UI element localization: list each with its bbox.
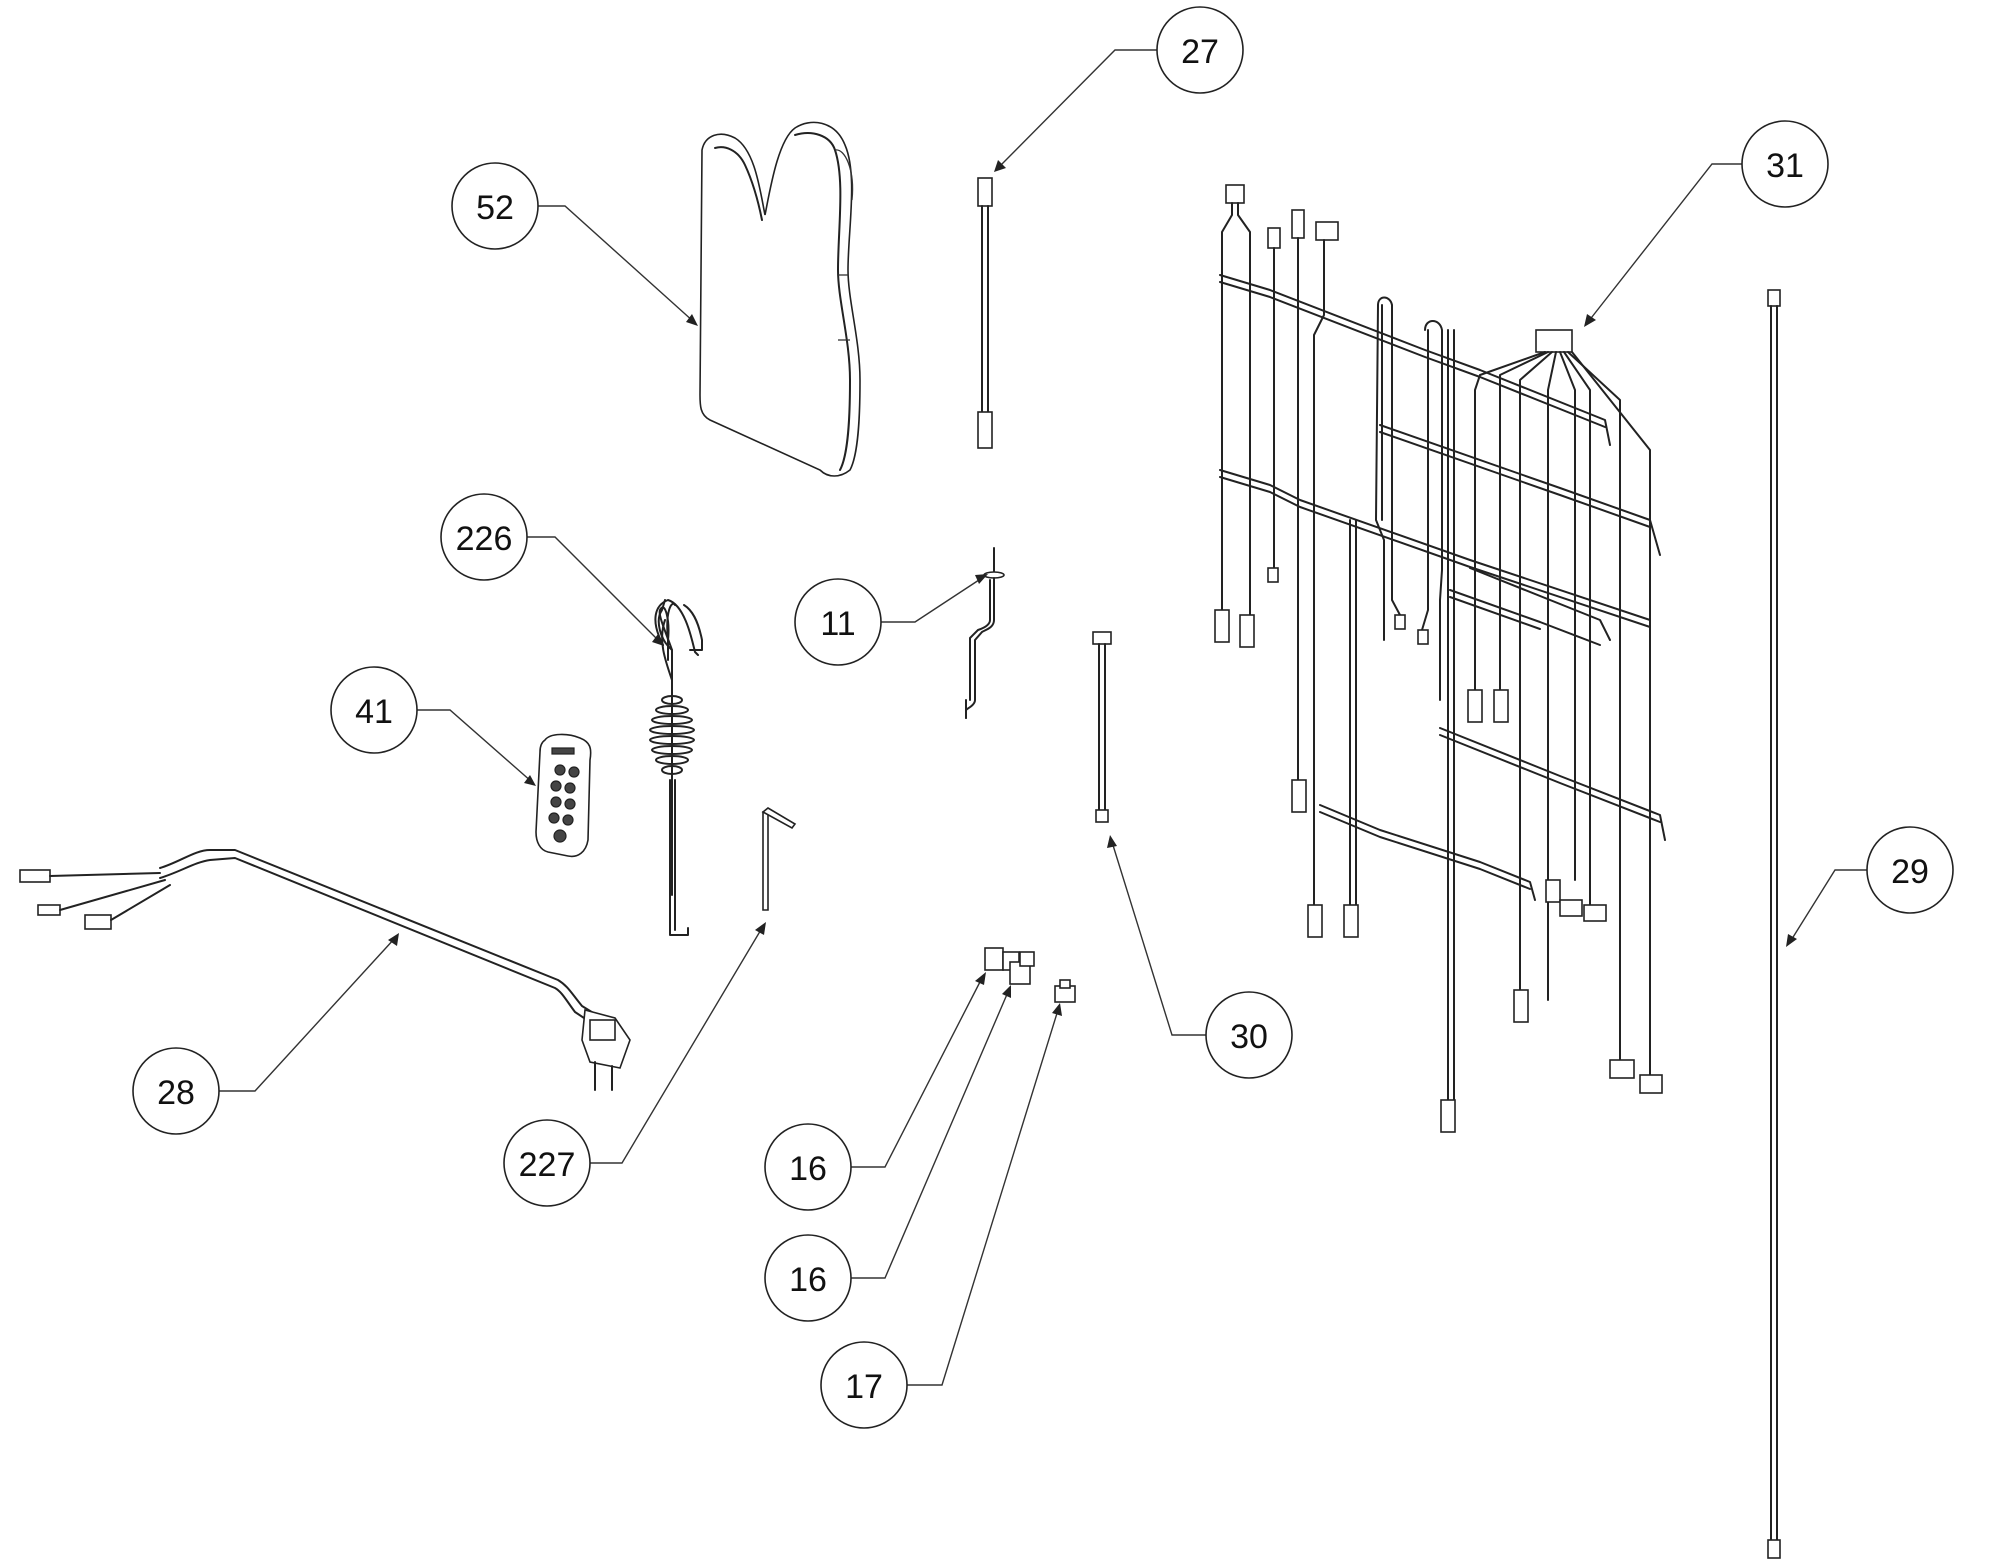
part-41-remote-control [535, 733, 592, 858]
callout-label-27: 27 [1181, 33, 1219, 71]
part-227-hex-key [761, 807, 797, 911]
callout-label-52: 52 [476, 189, 514, 227]
part-29-long-cable [1767, 289, 1781, 1559]
part-16-connector-b [1009, 951, 1035, 985]
callout-label-16-b: 16 [789, 1261, 827, 1299]
part-28-power-cord [19, 849, 631, 1091]
spring-coils [649, 695, 695, 775]
callout-label-41: 41 [355, 693, 393, 731]
callout-29: 29 [1786, 826, 1954, 947]
callout-label-31: 31 [1766, 147, 1804, 185]
callout-11: 11 [794, 574, 988, 666]
part-11-probe [965, 547, 1005, 719]
part-52-backrest-pad [699, 121, 861, 477]
callout-226: 226 [440, 493, 664, 646]
callout-16-a: 16 [764, 972, 986, 1211]
callout-52: 52 [451, 162, 698, 326]
callout-label-227: 227 [519, 1146, 576, 1184]
part-27-short-cable [977, 177, 993, 449]
callout-label-16-a: 16 [789, 1150, 827, 1188]
callout-label-226: 226 [456, 520, 513, 558]
callout-label-30: 30 [1230, 1018, 1268, 1056]
callout-27: 27 [994, 6, 1244, 172]
callout-227: 227 [503, 922, 766, 1207]
callout-17: 17 [820, 1003, 1062, 1429]
part-30-mid-cable [1092, 631, 1112, 823]
callout-41: 41 [330, 666, 536, 786]
callout-label-29: 29 [1891, 853, 1929, 891]
part-226-spring-hook [649, 599, 703, 936]
callout-label-17: 17 [845, 1368, 883, 1406]
part-17-connector [1054, 979, 1076, 1003]
callout-label-28: 28 [157, 1074, 195, 1112]
part-31-wiring-harness [1214, 184, 1666, 1133]
part-16-connector-a [984, 947, 1020, 971]
callout-16-b: 16 [764, 985, 1011, 1322]
callout-28: 28 [132, 933, 399, 1135]
callout-label-11: 11 [820, 605, 855, 643]
callout-30: 30 [1107, 835, 1293, 1079]
callout-31: 31 [1584, 120, 1829, 327]
